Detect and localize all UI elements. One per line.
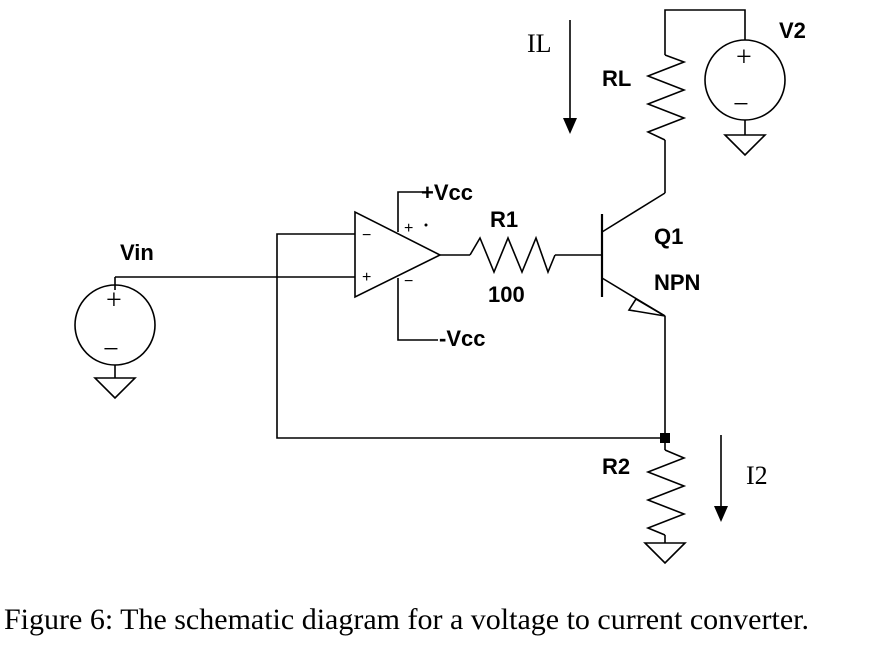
r1-label: R1 bbox=[490, 207, 518, 232]
r1-resistor bbox=[469, 235, 556, 275]
i2-arrow-icon bbox=[714, 435, 728, 522]
plus-vcc-label: +Vcc bbox=[421, 180, 473, 205]
circuit-schematic: + − Vin − + + − +Vcc -Vcc R1 100 Q1 NPN … bbox=[74, 9, 806, 565]
i2-label: I2 bbox=[746, 461, 768, 490]
r2-label: R2 bbox=[602, 454, 630, 479]
il-arrow-icon bbox=[563, 20, 577, 134]
v2-source-plus: + bbox=[736, 42, 752, 73]
il-label: IL bbox=[527, 29, 552, 58]
opamp-vplus-sign: + bbox=[404, 220, 413, 237]
opamp-noninverting-sign: + bbox=[362, 269, 371, 286]
r1-value: 100 bbox=[488, 282, 525, 307]
opamp-inverting-sign: − bbox=[362, 227, 371, 244]
minus-vcc-label: -Vcc bbox=[439, 326, 485, 351]
vin-label: Vin bbox=[120, 240, 154, 265]
rl-label: RL bbox=[602, 66, 631, 91]
v2-label: V2 bbox=[779, 18, 806, 43]
v2-wire bbox=[664, 9, 746, 55]
v2-ground-icon bbox=[723, 134, 767, 157]
r2-ground-icon bbox=[643, 542, 687, 565]
vin-source-minus: − bbox=[103, 334, 119, 365]
opamp-vminus-sign: − bbox=[404, 273, 413, 290]
feedback-wire bbox=[276, 233, 665, 439]
supply-dot bbox=[424, 223, 428, 227]
emitter-arrow-icon bbox=[627, 297, 666, 317]
v2-source-minus: − bbox=[733, 89, 749, 120]
v2-source: + − bbox=[704, 39, 786, 157]
vin-source: + − bbox=[74, 277, 156, 400]
q1-type-label: NPN bbox=[654, 270, 700, 295]
q1-label: Q1 bbox=[654, 224, 683, 249]
rl-resistor bbox=[645, 54, 687, 141]
r2-resistor bbox=[645, 449, 687, 536]
vin-ground-icon bbox=[93, 377, 137, 400]
vin-source-plus: + bbox=[106, 285, 122, 316]
opamp: − + + − bbox=[354, 191, 442, 341]
figure-caption: Figure 6: The schematic diagram for a vo… bbox=[4, 603, 809, 636]
q1-transistor bbox=[600, 192, 666, 317]
